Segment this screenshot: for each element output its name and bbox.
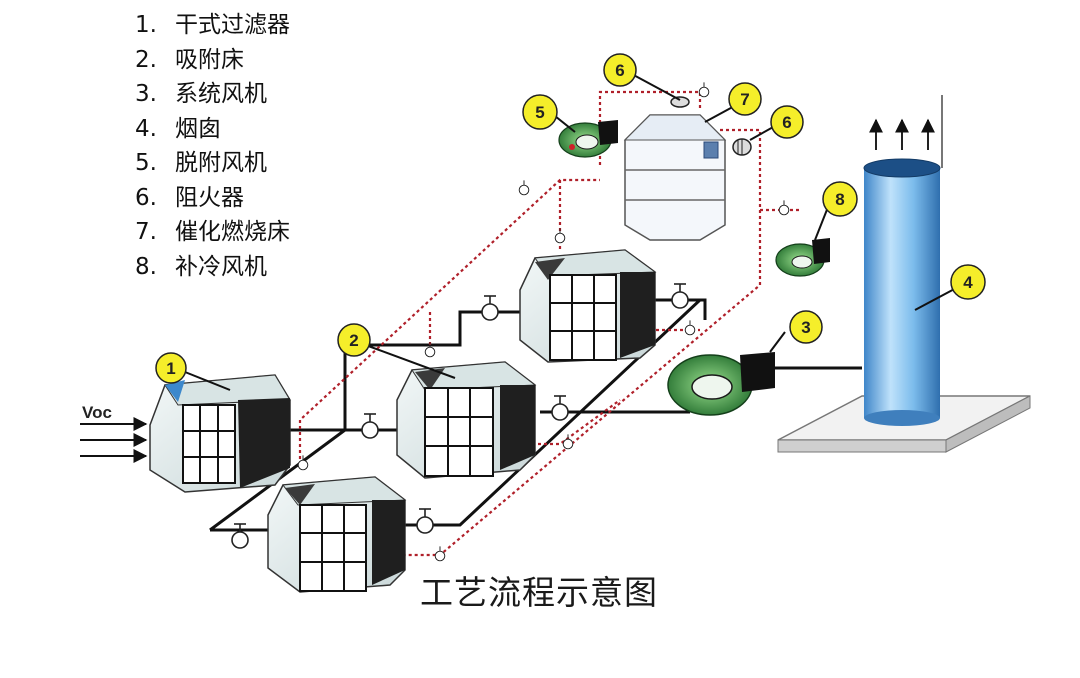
valve <box>562 434 574 450</box>
badge-8: 8 <box>822 181 858 217</box>
legend-number: 6. <box>135 184 157 211</box>
badge-1: 1 <box>155 352 187 384</box>
equipment-legend: 1. 干式过滤器 2. 吸附床 3. 系统风机 4. 烟囱 5. 脱附风机 6. 阻火器 7… <box>135 8 290 284</box>
legend-item: 6. 阻火器 <box>135 181 290 216</box>
valve <box>518 180 530 196</box>
badge-6-right: 6 <box>770 105 804 139</box>
exhaust-arrows <box>869 118 935 150</box>
valves <box>231 82 790 562</box>
flame-arrestor-right <box>732 138 752 156</box>
valve <box>416 508 434 534</box>
legend-label: 干式过滤器 <box>175 12 290 38</box>
legend-label: 补冷风机 <box>175 253 267 280</box>
legend-item: 5. 脱附风机 <box>135 146 290 181</box>
valve <box>424 342 436 358</box>
legend-number: 2. <box>135 46 157 73</box>
svg-text:8: 8 <box>835 190 844 209</box>
badge-7: 7 <box>728 82 762 116</box>
badge-3: 3 <box>789 310 823 344</box>
svg-text:3: 3 <box>801 318 810 337</box>
legend-label: 系统风机 <box>175 81 267 107</box>
badge-4: 4 <box>950 264 986 300</box>
legend-label: 烟囱 <box>175 115 221 142</box>
valve <box>698 82 710 98</box>
legend-item: 1. 干式过滤器 <box>135 8 290 43</box>
badge-2: 2 <box>337 323 371 357</box>
legend-label: 吸附床 <box>175 46 244 73</box>
svg-text:7: 7 <box>740 90 749 109</box>
adsorption-bed-bottom <box>267 476 407 593</box>
legend-label: 阻火器 <box>175 184 244 211</box>
legend-number: 3. <box>135 81 157 107</box>
valve <box>684 320 696 336</box>
valve <box>361 413 379 439</box>
valve <box>554 228 566 244</box>
adsorption-bed-top <box>519 249 657 363</box>
desorption-fan <box>558 120 618 158</box>
catalytic-bed <box>623 114 727 241</box>
legend-number: 7. <box>135 219 157 245</box>
svg-text:1: 1 <box>166 359 175 378</box>
diagram-caption: 工艺流程示意图 <box>420 573 658 612</box>
legend-number: 8. <box>135 253 157 280</box>
svg-text:5: 5 <box>535 103 544 122</box>
valve <box>551 395 569 421</box>
svg-text:6: 6 <box>782 113 791 132</box>
legend-label: 催化燃烧床 <box>175 219 290 245</box>
svg-text:4: 4 <box>963 273 973 292</box>
badge-6-top: 6 <box>603 53 637 87</box>
valve <box>434 546 446 562</box>
legend-item: 3. 系统风机 <box>135 77 290 112</box>
legend-number: 1. <box>135 12 157 38</box>
dry-filter-unit <box>149 374 291 493</box>
valve <box>481 295 499 321</box>
valve <box>778 200 790 216</box>
badge-5: 5 <box>522 94 558 130</box>
legend-number: 5. <box>135 150 157 176</box>
legend-item: 7. 催化燃烧床 <box>135 215 290 250</box>
stack-chimney <box>863 95 943 426</box>
legend-number: 4. <box>135 115 157 142</box>
legend-item: 8. 补冷风机 <box>135 250 290 285</box>
valve <box>671 283 689 309</box>
flame-arrestor-top <box>670 96 690 108</box>
legend-item: 4. 烟囱 <box>135 112 290 147</box>
cooling-fan <box>775 238 830 277</box>
svg-text:2: 2 <box>349 331 358 350</box>
voc-inlet-arrows <box>80 417 148 463</box>
svg-text:6: 6 <box>615 61 624 80</box>
system-fan <box>667 352 775 416</box>
adsorption-bed-middle <box>396 361 537 479</box>
valve <box>297 455 309 471</box>
voc-inlet-label: Voc <box>82 403 112 422</box>
legend-label: 脱附风机 <box>175 150 267 176</box>
valve <box>231 523 249 549</box>
legend-item: 2. 吸附床 <box>135 43 290 78</box>
